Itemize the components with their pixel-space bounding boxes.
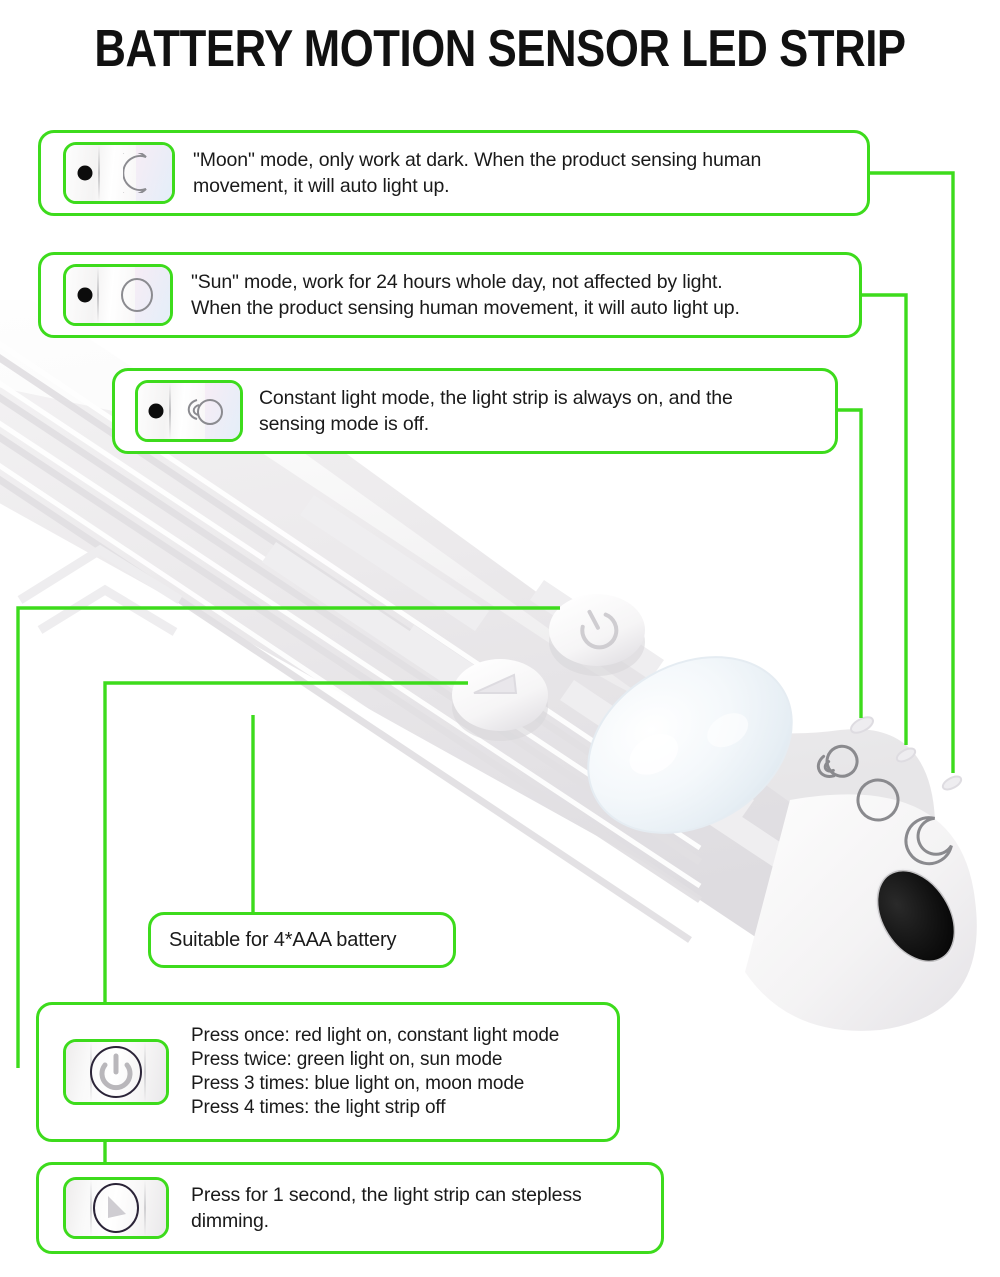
callout-battery[interactable]: Suitable for 4*AAA battery <box>148 912 456 968</box>
callout-dimmer-button[interactable]: Press for 1 second, the light strip can … <box>36 1162 664 1254</box>
dimmer-button-icon <box>63 1177 169 1239</box>
dimmer-icon <box>93 1183 139 1233</box>
power-button-icon <box>63 1039 169 1105</box>
constant-light-mode-icon <box>135 380 243 442</box>
callout-sun-text: "Sun" mode, work for 24 hours whole day,… <box>191 270 740 319</box>
callout-battery-text: Suitable for 4*AAA battery <box>169 928 397 951</box>
callout-constant-text: Constant light mode, the light strip is … <box>259 386 733 435</box>
leader-sun <box>862 293 908 745</box>
power-icon <box>90 1046 142 1098</box>
bulb-icon <box>187 399 223 425</box>
sun-mode-icon <box>63 264 173 326</box>
circle-icon <box>121 278 154 312</box>
callout-moon-text: "Moon" mode, only work at dark. When the… <box>193 148 762 197</box>
leader-power <box>16 606 560 1068</box>
page-title: BATTERY MOTION SENSOR LED STRIP <box>94 20 906 78</box>
callout-power-button[interactable]: Press once: red light on, constant light… <box>36 1002 620 1142</box>
callout-power-text: Press once: red light on, constant light… <box>191 1024 560 1119</box>
moon-mode-icon <box>63 142 175 204</box>
callout-sun-mode[interactable]: "Sun" mode, work for 24 hours whole day,… <box>38 252 862 338</box>
callout-constant-light-mode[interactable]: Constant light mode, the light strip is … <box>112 368 838 454</box>
leader-constant <box>838 408 863 718</box>
crescent-icon <box>123 153 147 193</box>
leader-moon <box>870 171 955 773</box>
callout-dimmer-text: Press for 1 second, the light strip can … <box>191 1183 582 1232</box>
callout-moon-mode[interactable]: "Moon" mode, only work at dark. When the… <box>38 130 870 216</box>
